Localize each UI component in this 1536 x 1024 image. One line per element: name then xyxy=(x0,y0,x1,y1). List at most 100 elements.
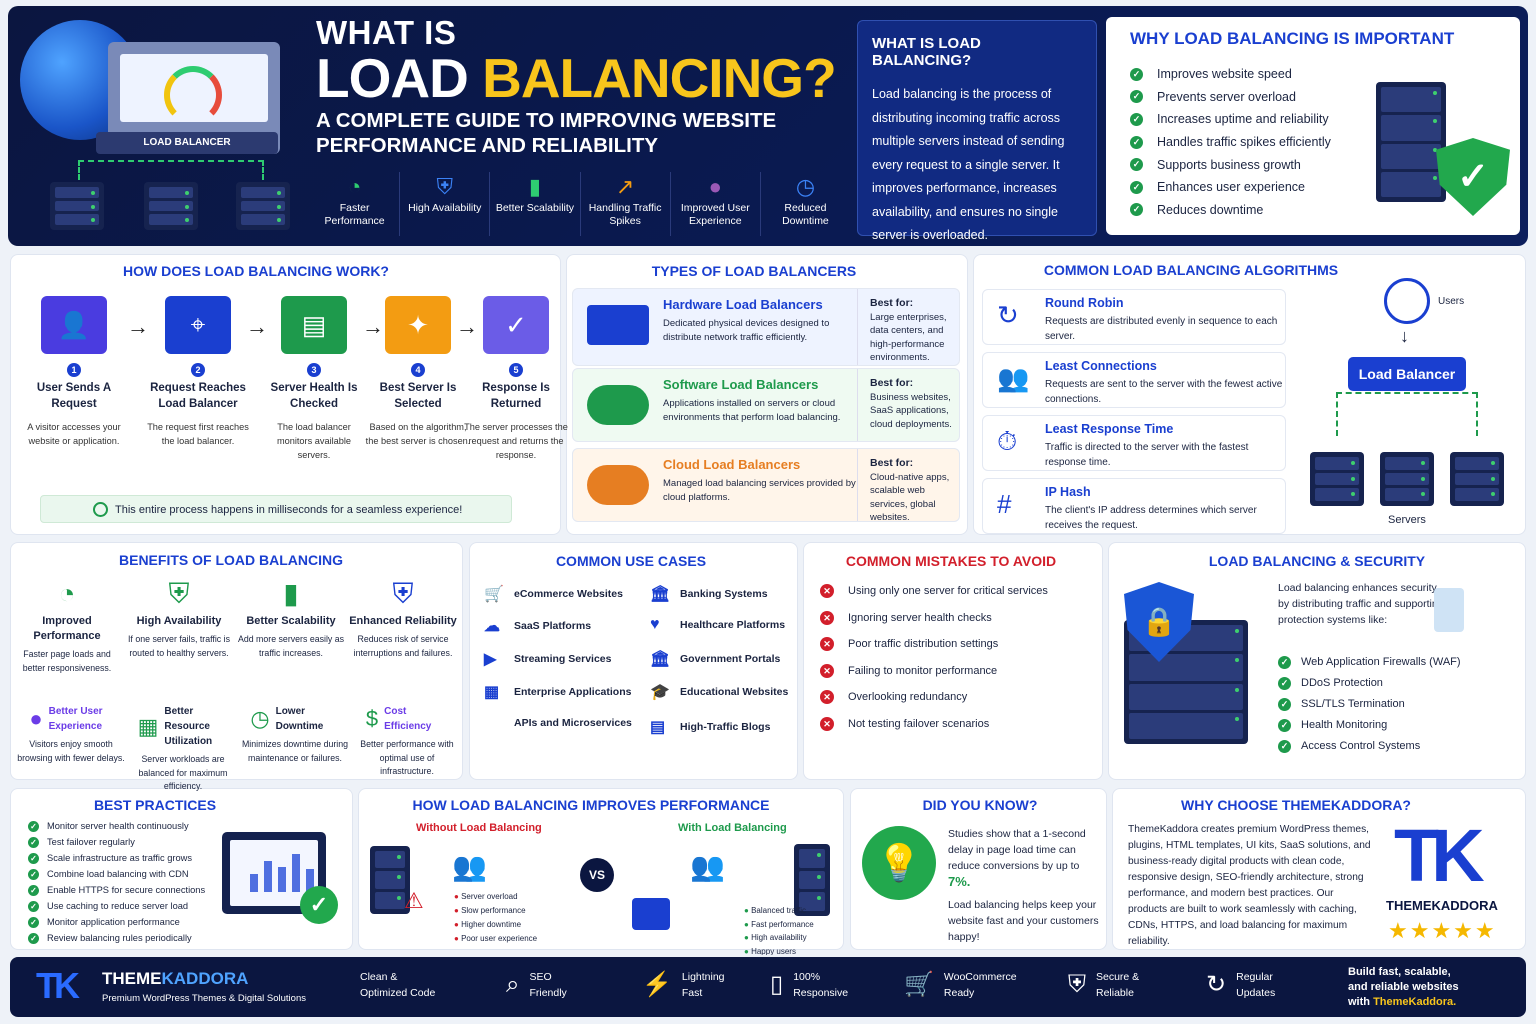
bar-chart-icon: ▮ xyxy=(528,174,541,199)
perf-good-item: ● Balanced traffic xyxy=(744,906,807,915)
benefits-title: BENEFITS OF LOAD BALANCING xyxy=(119,552,343,568)
use-case-item: APIs and Microservices xyxy=(514,717,632,729)
users-label: Users xyxy=(1438,296,1465,307)
benefit-icon: ◔ xyxy=(58,578,76,609)
footer-feature-icon: ↻ xyxy=(1206,971,1227,998)
footer-bar: TK THEMEKADDORA Premium WordPress Themes… xyxy=(10,957,1526,1017)
user-icon: ● xyxy=(708,174,722,199)
server-stack-icon xyxy=(370,846,410,914)
benefit-icon: ◷ xyxy=(250,706,270,731)
benefits-section xyxy=(10,542,463,780)
shield-icon: ⛨ xyxy=(436,174,454,199)
why-item: ✓Improves website speed xyxy=(1130,63,1496,86)
step-icon: ▤ xyxy=(281,296,347,354)
why-item: ✓Enhances user experience xyxy=(1130,176,1496,199)
footer-feature-icon: ▯ xyxy=(770,971,784,998)
clock-icon xyxy=(93,502,108,517)
arrow-icon: → xyxy=(362,314,384,339)
mistakes-section xyxy=(803,542,1103,780)
practices-title: BEST PRACTICES xyxy=(93,797,217,813)
use-case-icon: ▶ xyxy=(484,651,497,668)
load-balancer-node: Load Balancer xyxy=(1348,357,1466,391)
use-case-item: ▶Streaming Services xyxy=(484,651,612,668)
why-item: ✓Reduces downtime xyxy=(1130,199,1496,222)
practice-item: ✓Combine load balancing with CDN xyxy=(28,866,189,882)
why-title: WHY LOAD BALANCING IS IMPORTANT xyxy=(1130,29,1455,48)
why-important-panel: WHY LOAD BALANCING IS IMPORTANT ✓Improve… xyxy=(1106,17,1520,235)
hero-feature-0: ◔Faster Performance xyxy=(310,172,401,236)
hero-feature-4: ●Improved User Experience xyxy=(671,172,761,236)
with-label: With Load Balancing xyxy=(678,822,787,834)
why-item: ✓Increases uptime and reliability xyxy=(1130,108,1496,131)
server-icon xyxy=(50,182,104,230)
x-icon: ✕ xyxy=(820,584,834,598)
perf-bad-item: ● Slow performance xyxy=(454,906,526,915)
check-icon: ✓ xyxy=(28,900,39,912)
check-icon: ✓ xyxy=(1278,697,1291,711)
choose-text: ThemeKaddora creates premium WordPress t… xyxy=(1128,824,1371,947)
server-icon xyxy=(236,182,290,230)
security-item: ✓Web Application Firewalls (WAF) xyxy=(1278,651,1461,674)
x-icon: ✕ xyxy=(820,663,834,678)
chart-bar xyxy=(278,866,286,892)
algorithm-icon: 👥 xyxy=(997,363,1030,393)
perf-good-item: ● High availability xyxy=(744,933,807,942)
load-balancer-icon xyxy=(632,898,670,930)
x-icon: ✕ xyxy=(820,610,834,625)
security-item: ✓SSL/TLS Termination xyxy=(1278,693,1405,716)
chart-bar xyxy=(292,853,300,892)
footer-feature: ⛨Secure &Reliable xyxy=(1068,971,1140,999)
tk-logo: TK xyxy=(1394,814,1485,897)
check-badge-icon: ✓ xyxy=(300,886,338,924)
hero-feature-2: ▮Better Scalability xyxy=(490,172,581,236)
benefit-icon: ▦ xyxy=(137,713,159,739)
hero-subtitle: A COMPLETE GUIDE TO IMPROVING WEBSITE PE… xyxy=(316,109,777,157)
why-choose-section xyxy=(1112,788,1526,950)
footer-brand: THEMEKADDORA xyxy=(102,969,249,988)
warning-icon: ⚠ xyxy=(404,888,424,913)
why-item: ✓Handles traffic spikes efficiently xyxy=(1130,131,1496,154)
footer-feature-icon: 🛒 xyxy=(904,971,934,998)
what-title: WHAT IS LOAD BALANCING? xyxy=(872,35,981,69)
without-label: Without Load Balancing xyxy=(416,822,542,834)
hero-feature-1: ⛨High Availability xyxy=(400,172,491,236)
check-icon: ✓ xyxy=(1130,158,1143,172)
arrow-icon: → xyxy=(246,314,268,339)
arrow-icon: → xyxy=(456,314,478,339)
choose-brand: THEMEKADDORA xyxy=(1386,898,1498,913)
down-arrow-icon: ↓ xyxy=(1400,326,1409,346)
what-is-box: WHAT IS LOAD BALANCING? Load balancing i… xyxy=(857,20,1097,242)
servers-label: Servers xyxy=(1388,514,1426,526)
users-group-icon: 👥 xyxy=(690,851,725,882)
why-item: ✓Prevents server overload xyxy=(1130,86,1496,109)
tk-logo: TK xyxy=(36,965,80,1006)
dyk-title: DID YOU KNOW? xyxy=(922,797,1038,813)
firewall-icon xyxy=(1434,588,1464,632)
practice-item: ✓Review balancing rules periodically xyxy=(28,930,192,946)
algorithm-icon: ↻ xyxy=(997,300,1019,330)
check-icon: ✓ xyxy=(28,916,39,928)
type-icon xyxy=(587,385,649,425)
chart-bar xyxy=(250,874,258,892)
practice-item: ✓Monitor server health continuously xyxy=(28,818,189,834)
check-icon: ✓ xyxy=(1130,90,1143,104)
step-icon: ⌖ xyxy=(165,296,231,354)
mistake-item: ✕Ignoring server health checks xyxy=(820,610,992,625)
what-text: Load balancing is the process of distrib… xyxy=(872,87,1065,242)
use-case-item: ▤High-Traffic Blogs xyxy=(650,719,771,736)
use-case-icon: 🏛 xyxy=(650,586,671,603)
load-balancer-device: LOAD BALANCER xyxy=(96,132,278,154)
use-case-icon: ☁ xyxy=(484,618,500,635)
perf-good-item: ● Fast performance xyxy=(744,919,814,929)
